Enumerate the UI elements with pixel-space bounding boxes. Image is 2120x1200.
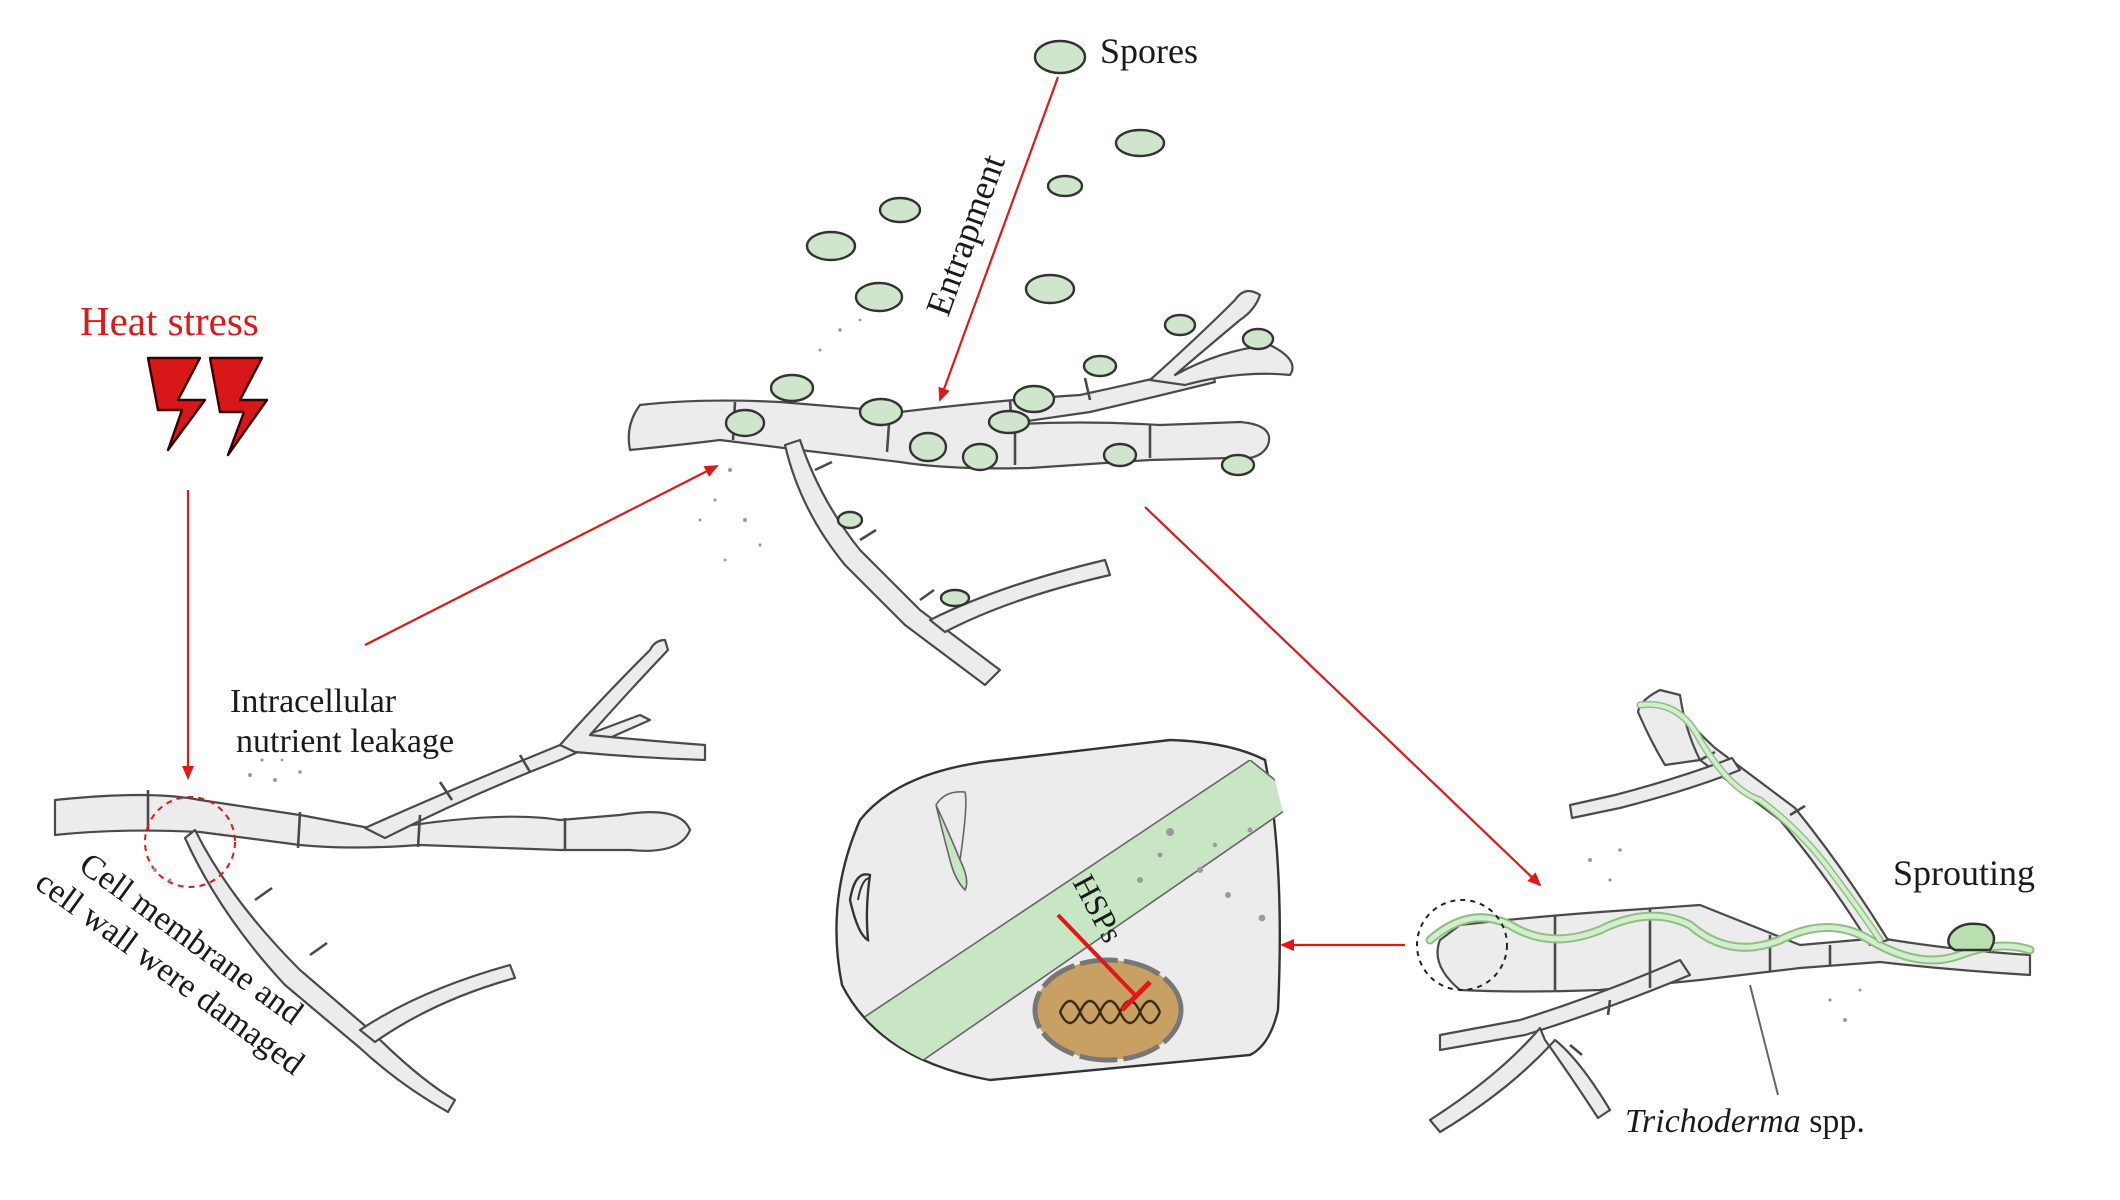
spore — [858, 397, 904, 427]
entrapping-hypha — [627, 289, 1294, 687]
flow-arrow-to-sprouting — [1144, 506, 1542, 887]
flow-arrow-to-entrapment — [364, 465, 719, 646]
trichoderma-suffix: spp. — [1801, 1103, 1865, 1140]
trichoderma-label: Trichoderma spp. — [1625, 1103, 1865, 1140]
leakage-dots-right — [1588, 848, 1862, 1022]
spore — [878, 196, 922, 224]
spore — [987, 409, 1031, 435]
colonized-hypha — [1428, 688, 2032, 1134]
lightning-bolt-icon — [146, 356, 269, 457]
spore — [1163, 313, 1197, 337]
nutrient-leakage-dots — [138, 743, 302, 897]
damaged-hypha — [53, 638, 707, 1114]
leakage-dots-top — [698, 318, 862, 562]
spore — [1220, 453, 1256, 477]
spore — [1102, 442, 1138, 468]
cell-dots — [1137, 827, 1266, 922]
trichoderma-genus: Trichoderma — [1625, 1103, 1801, 1140]
spore — [1114, 128, 1166, 158]
spore — [939, 588, 971, 608]
spore — [805, 230, 857, 262]
entrapment-arrow — [938, 76, 1060, 402]
entrapment-label: Entrapment — [918, 149, 1013, 321]
spore — [1024, 273, 1076, 305]
zoom-focus-marker — [1416, 899, 1508, 991]
heat-stress-label: Heat stress — [80, 298, 259, 344]
spore — [724, 408, 766, 438]
zoomed-cell — [833, 738, 1290, 1082]
spore — [836, 510, 864, 530]
spore — [1033, 39, 1087, 75]
trichoderma-pointer-line — [1749, 984, 1779, 1096]
spore — [1241, 327, 1275, 351]
spores — [724, 39, 1275, 608]
spore — [961, 442, 999, 472]
spore — [1082, 354, 1118, 378]
leakage-label-line1: Intracellular — [230, 683, 397, 720]
spore — [908, 431, 948, 463]
sprouting-label: Sprouting — [1893, 853, 2035, 893]
spore — [1012, 384, 1056, 414]
trichoderma-hypha — [1425, 700, 2035, 965]
spore — [769, 373, 815, 403]
leakage-label-line2: nutrient leakage — [236, 723, 454, 760]
damage-site-marker — [144, 796, 236, 888]
hsps-inhibition-line — [1056, 913, 1137, 997]
spore — [854, 281, 904, 313]
spores-label: Spores — [1100, 31, 1198, 71]
spore — [1046, 174, 1084, 198]
